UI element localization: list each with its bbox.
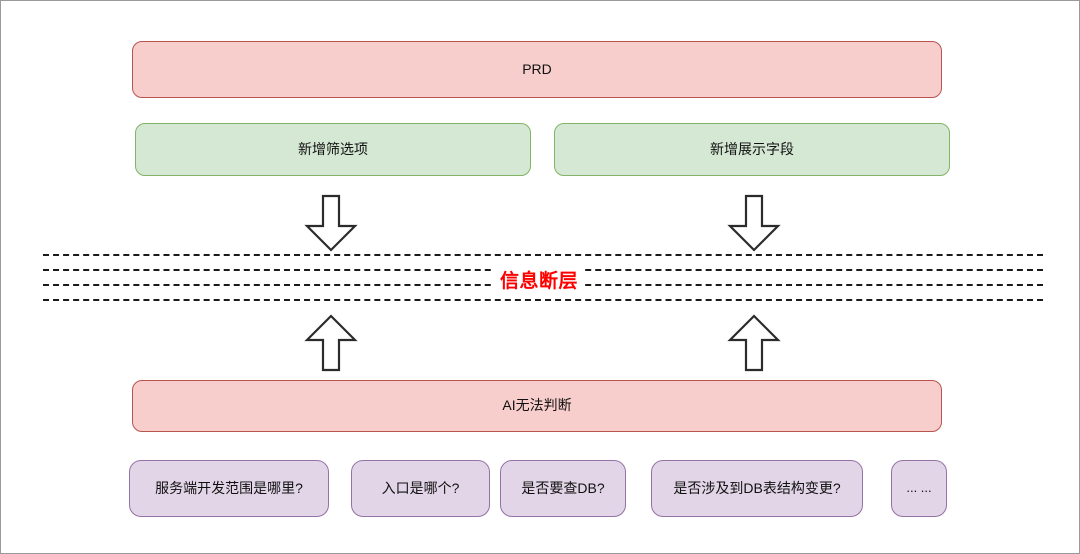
node-new-filter-option[interactable]: 新增筛选项 [135, 123, 531, 176]
node-question-db-schema-change[interactable]: 是否涉及到DB表结构变更? [651, 460, 863, 517]
node-ai-cannot-judge[interactable]: AI无法判断 [132, 380, 942, 432]
node-new-display-field-label: 新增展示字段 [710, 140, 794, 157]
node-question-more-label: ... ... [906, 480, 932, 496]
node-question-entry-point[interactable]: 入口是哪个? [351, 460, 490, 517]
node-question-more[interactable]: ... ... [891, 460, 947, 517]
node-question-backend-scope-label: 服务端开发范围是哪里? [155, 479, 303, 496]
node-new-filter-option-label: 新增筛选项 [298, 140, 368, 157]
node-question-backend-scope[interactable]: 服务端开发范围是哪里? [129, 460, 329, 517]
node-question-query-db-label: 是否要查DB? [521, 479, 605, 496]
down-arrow-left [304, 194, 358, 252]
node-prd[interactable]: PRD [132, 41, 942, 98]
node-prd-label: PRD [522, 60, 552, 77]
up-arrow-right [727, 314, 781, 372]
node-question-entry-point-label: 入口是哪个? [381, 479, 460, 496]
node-question-db-schema-change-label: 是否涉及到DB表结构变更? [673, 479, 841, 496]
up-arrow-left [304, 314, 358, 372]
down-arrow-right [727, 194, 781, 252]
break-dash-line-1 [43, 254, 1043, 256]
node-question-query-db[interactable]: 是否要查DB? [500, 460, 626, 517]
node-ai-cannot-judge-label: AI无法判断 [502, 397, 572, 414]
break-dash-line-4 [43, 299, 1043, 301]
node-new-display-field[interactable]: 新增展示字段 [554, 123, 950, 176]
break-label: 信息断层 [493, 264, 586, 295]
